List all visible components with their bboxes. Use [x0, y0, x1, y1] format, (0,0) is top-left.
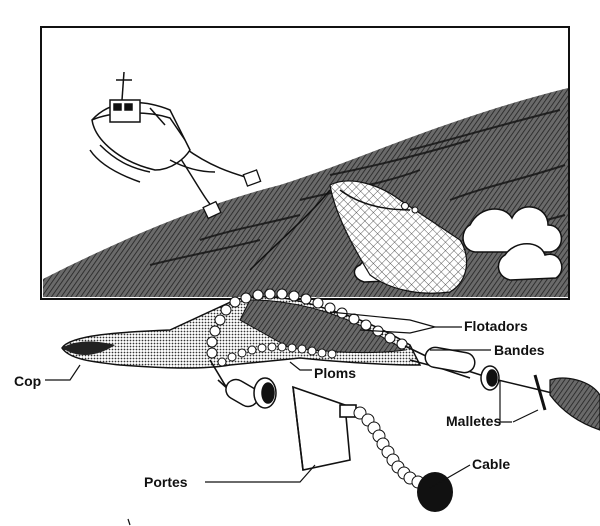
scene-panel — [40, 26, 570, 300]
otter-board — [292, 385, 357, 471]
label-portes: Portes — [144, 474, 188, 490]
leader-lines — [45, 311, 539, 489]
label-ploms: Ploms — [314, 365, 357, 381]
label-malletes: Malletes — [446, 413, 502, 429]
label-cop: Cop — [14, 373, 42, 389]
trawler-boat — [89, 71, 216, 183]
scene-net — [329, 180, 468, 294]
trawl-net — [61, 288, 600, 512]
rollers-left — [225, 377, 277, 409]
lead-line — [217, 342, 337, 367]
label-flotadors: Flotadors — [464, 318, 528, 334]
rollers-right — [424, 346, 500, 391]
label-bandes: Bandes — [494, 342, 545, 358]
cable-weight — [417, 472, 453, 512]
warp-cable — [353, 406, 433, 492]
label-cable: Cable — [472, 456, 511, 472]
